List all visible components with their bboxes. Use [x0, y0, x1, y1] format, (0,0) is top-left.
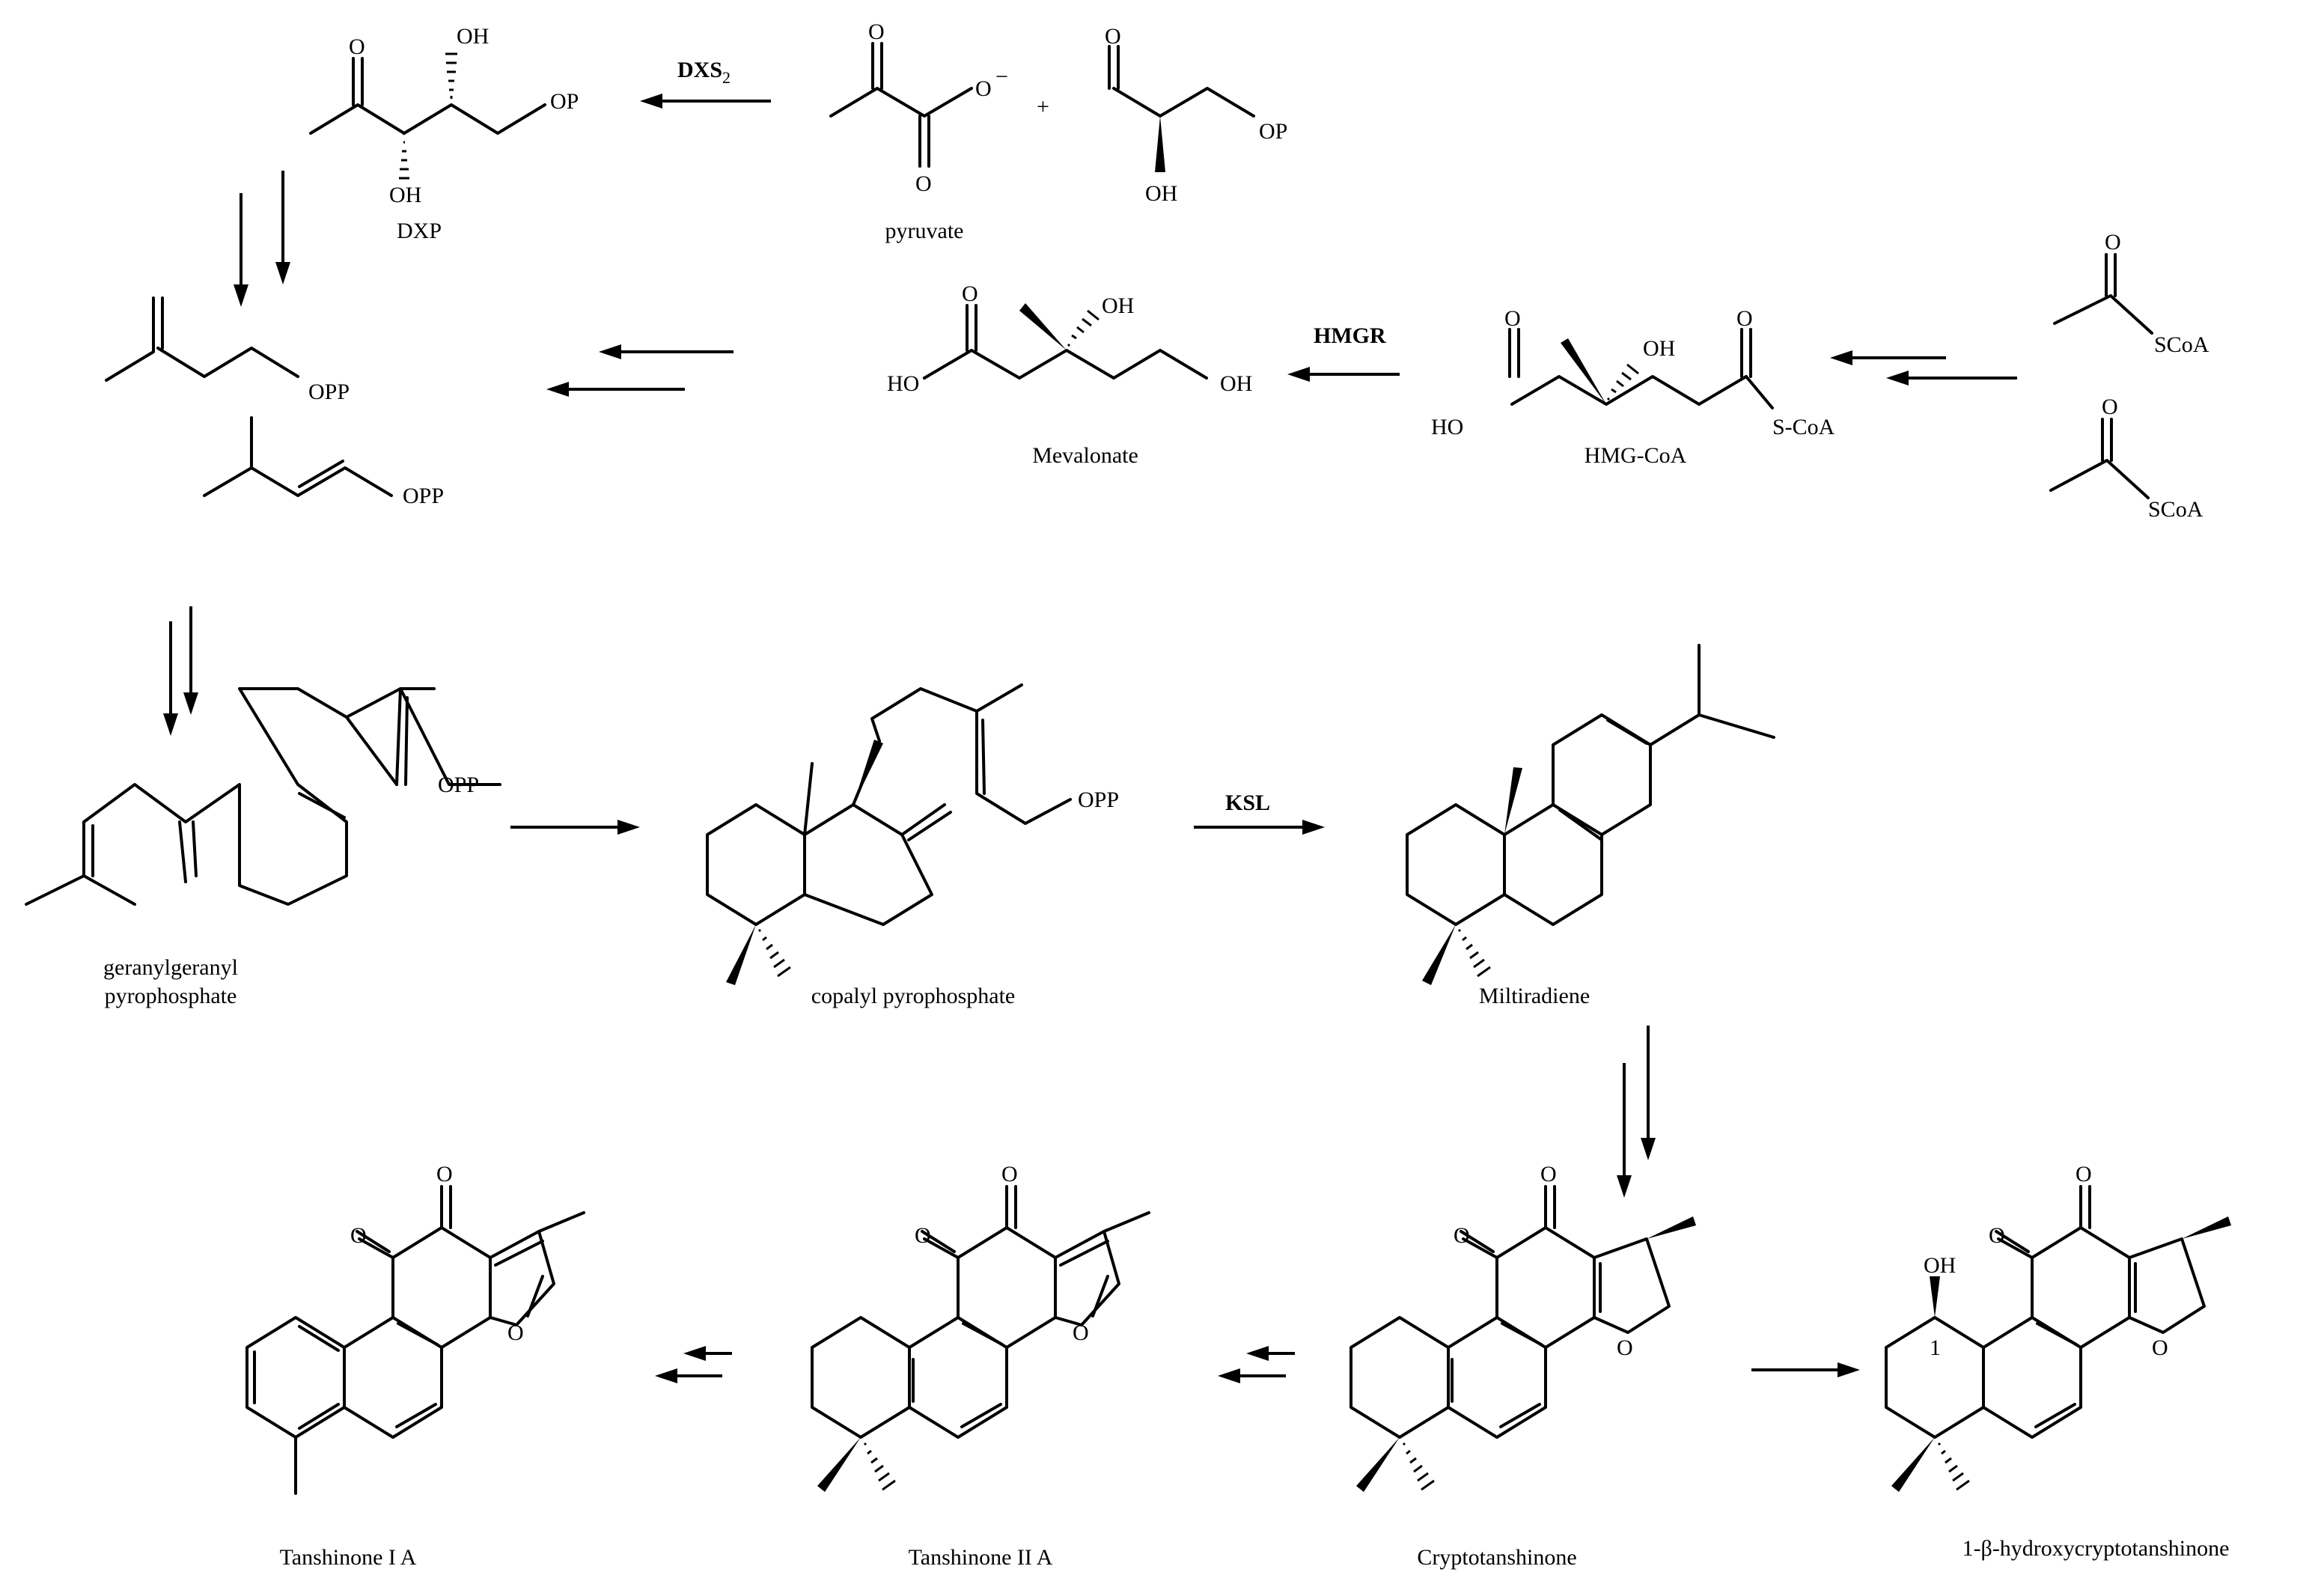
hydroxy-cryptotanshinone-structure: OH 1 O O O 1-β-hydroxycryptotanshinone: [1885, 1162, 2231, 1561]
acetyl-coa-2-o: O: [2102, 394, 2118, 419]
g3p-structure: O OP OH: [1105, 24, 1287, 206]
hmg-s-coa: S-CoA: [1772, 415, 1835, 439]
miltiradiene-structure: Miltiradiene: [1406, 644, 1775, 1008]
mevalonate-label: Mevalonate: [1032, 443, 1138, 468]
miltiradiene-hash-bond: [1457, 928, 1491, 978]
dxp-oh-top: OH: [457, 24, 489, 49]
ipp-structure: OPP: [105, 296, 350, 404]
ggpp-label-1: geranylgeranyl: [103, 955, 238, 980]
ksl-arrow: KSL: [1194, 790, 1325, 835]
dxp-label: DXP: [397, 219, 442, 243]
mevalonate-ho: HO: [887, 371, 919, 396]
dxs-enzyme-label: DXS2: [677, 58, 731, 87]
hydroxy-furan-o: O: [2152, 1335, 2168, 1360]
tanshinone-1a-label: Tanshinone I A: [280, 1545, 417, 1570]
mevalonate-o: O: [962, 281, 978, 306]
t1a-furan-o: O: [507, 1320, 524, 1345]
t2a-furan-o: O: [1073, 1320, 1089, 1345]
hmg-oh: OH: [1643, 336, 1675, 361]
mevalonate-oh-2: OH: [1220, 371, 1252, 396]
ggpp-to-cpp-arrow: [510, 820, 640, 835]
pyruvate-carboxylate-o: O: [975, 76, 992, 101]
hydroxy-o-1: O: [1989, 1223, 2005, 1248]
cpp-opp: OPP: [1078, 787, 1119, 812]
hmg-ho: HO: [1431, 415, 1463, 439]
hydroxy-o-2: O: [2076, 1162, 2092, 1186]
t2a-to-t1a-arrows: [655, 1346, 732, 1383]
g3p-op: OP: [1259, 119, 1287, 144]
crypto-to-hydroxy-arrow: [1751, 1362, 1860, 1377]
crypto-o-1: O: [1454, 1223, 1470, 1248]
hydroxy-cryptotanshinone-label: 1-β-hydroxycryptotanshinone: [1962, 1536, 2230, 1561]
acetyl-coa-arrows: [1830, 350, 2017, 386]
ksl-enzyme-label: KSL: [1225, 790, 1270, 815]
dmapp-opp: OPP: [403, 484, 444, 508]
g3p-oh: OH: [1145, 181, 1177, 206]
cryptotanshinone-label: Cryptotanshinone: [1417, 1545, 1576, 1570]
dxp-hash-bond-1: [399, 131, 409, 180]
dxp-down-arrows: [234, 171, 290, 307]
plus-sign: +: [1037, 94, 1049, 119]
cpp-structure: OPP copalyl pyrophosphate: [706, 683, 1119, 1008]
hmg-coa-label: HMG-CoA: [1585, 443, 1687, 468]
mevalonate-hash-bond: [1067, 309, 1100, 347]
dxp-ketone-o: O: [349, 34, 365, 59]
ggpp-label-2: pyrophosphate: [105, 984, 237, 1008]
t2a-o-1: O: [915, 1223, 931, 1248]
tanshinone-2a-structure: O O O Tanshinone II A: [811, 1162, 1150, 1570]
dxp-structure: O OH OH OP DXP: [309, 24, 579, 243]
mva-to-ipp-arrows: [546, 344, 734, 397]
miltiradiene-label: Miltiradiene: [1479, 984, 1590, 1008]
dmapp-structure: OPP: [203, 416, 444, 508]
acetyl-coa-1-structure: O SCoA: [2053, 230, 2209, 357]
ipp-opp: OPP: [308, 380, 350, 404]
pyruvate-structure: O O − O pyruvate: [829, 19, 1008, 243]
t2a-o-2: O: [1001, 1162, 1018, 1186]
mevalonate-structure: O HO OH OH Mevalonate: [887, 281, 1252, 468]
t2a-hash-bond: [863, 1442, 896, 1491]
dxs-arrow: DXS2: [640, 58, 771, 109]
cpp-hash-bond: [757, 928, 791, 978]
mevalonate-oh-1: OH: [1102, 293, 1134, 318]
hmg-hash-bond: [1606, 363, 1639, 401]
hmg-thioester-o: O: [1736, 306, 1753, 331]
dxp-hash-bond-2: [445, 52, 457, 99]
hydroxy-hash-bond: [1937, 1442, 1970, 1491]
pyruvate-carbonyl-o: O: [915, 171, 932, 196]
tanshinone-1a-structure: O O O Tanshinone I A: [245, 1162, 585, 1570]
hmg-coa-structure: O HO OH O S-CoA HMG-CoA: [1431, 306, 1835, 468]
acetyl-coa-2-structure: O SCoA: [2049, 394, 2203, 522]
t1a-o-1: O: [350, 1223, 367, 1248]
hydroxy-oh: OH: [1924, 1253, 1956, 1278]
hmg-acid-o: O: [1504, 306, 1521, 331]
ggpp-opp: OPP: [438, 773, 479, 797]
pyruvate-keto-o: O: [868, 19, 885, 44]
cryptotanshinone-structure: O O O Cryptotanshinone: [1349, 1162, 1696, 1570]
crypto-furan-o: O: [1617, 1335, 1633, 1360]
acetyl-coa-1-scoa: SCoA: [2154, 332, 2209, 357]
crypto-o-2: O: [1540, 1162, 1557, 1186]
to-cryptotanshinone-arrows: [1617, 1026, 1656, 1198]
crypto-to-t2a-arrows: [1218, 1346, 1295, 1383]
tanshinone-2a-label: Tanshinone II A: [909, 1545, 1053, 1570]
crypto-hash-bond: [1402, 1442, 1435, 1491]
hmgr-arrow: HMGR: [1287, 323, 1400, 382]
hydroxy-locant-1: 1: [1930, 1335, 1941, 1360]
acetyl-coa-1-o: O: [2105, 230, 2121, 255]
dxp-op: OP: [550, 89, 579, 114]
g3p-aldehyde-o: O: [1105, 24, 1121, 49]
acetyl-coa-2-scoa: SCoA: [2148, 497, 2203, 522]
pyruvate-charge: −: [995, 64, 1008, 89]
cpp-label: copalyl pyrophosphate: [811, 984, 1015, 1008]
t1a-o-2: O: [436, 1162, 453, 1186]
ggpp-structure: OPP geranylgeranyl pyrophosphate: [25, 687, 501, 1008]
to-ggpp-arrows: [163, 606, 198, 736]
hmgr-enzyme-label: HMGR: [1314, 323, 1386, 348]
dxp-oh-bottom: OH: [389, 183, 421, 207]
pyruvate-label: pyruvate: [885, 219, 964, 243]
